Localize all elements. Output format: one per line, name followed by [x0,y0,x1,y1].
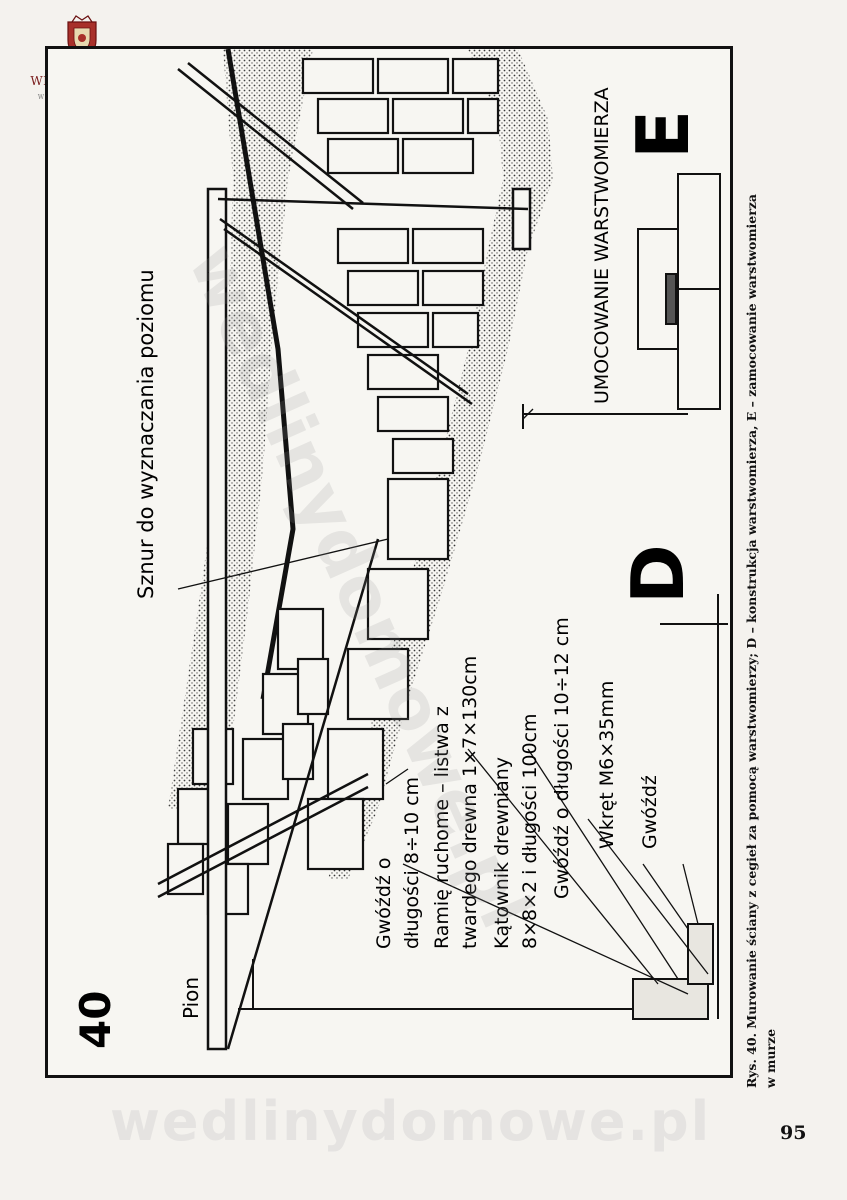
label-letter-e: E [621,110,705,159]
label-gwozdz-2: długości 8÷10 cm [401,777,423,949]
label-ramie-1: Ramię ruchome – listwa z [431,706,453,949]
label-gwozdz-1: Gwóźdź o [373,857,395,949]
figure-caption: Rys. 40. Murowanie ściany z cegieł za po… [742,46,782,1088]
label-letter-d: D [616,544,700,604]
label-sznur: Sznur do wyznaczania poziomu [134,269,158,599]
label-umocowanie: UMOCOWANIE WARSTWOMIERZA [591,87,613,404]
footer-watermark: wedlinydomowe.pl [110,1090,712,1153]
wall-drawing: 40 Pion Gwóźdź o długości 8÷10 cm Ramię … [71,48,728,1051]
label-katownik-2: 8×8×2 i długości 100cm [519,713,541,949]
label-gwozdz-dlugosci: Gwóźdź o długości 10÷12 cm [551,617,573,899]
label-wkret: Wkręt M6×35mm [596,681,618,849]
label-gwozdz-small: Gwóźdź [639,775,661,849]
leader-lines [177,408,709,995]
figure-number: 40 [71,991,120,1049]
plumb-assembly [238,594,728,1020]
detail-e-drawing [522,173,721,429]
figure-frame: 40 Pion Gwóźdź o długości 8÷10 cm Ramię … [45,46,733,1078]
caption-line-1: Rys. 40. Murowanie ściany z cegieł za po… [744,193,759,1088]
brick-courses [301,57,500,475]
page-number: 95 [780,1122,807,1144]
label-ramie-2: twardego drewna 1×7×130cm [459,656,481,949]
label-katownik-1: Kątownik drewniany [491,757,513,949]
label-pion: Pion [179,977,203,1019]
mortar-band-upper [168,49,313,809]
caption-line-2: w murze [763,1028,778,1088]
gauge-rods [157,62,532,1051]
